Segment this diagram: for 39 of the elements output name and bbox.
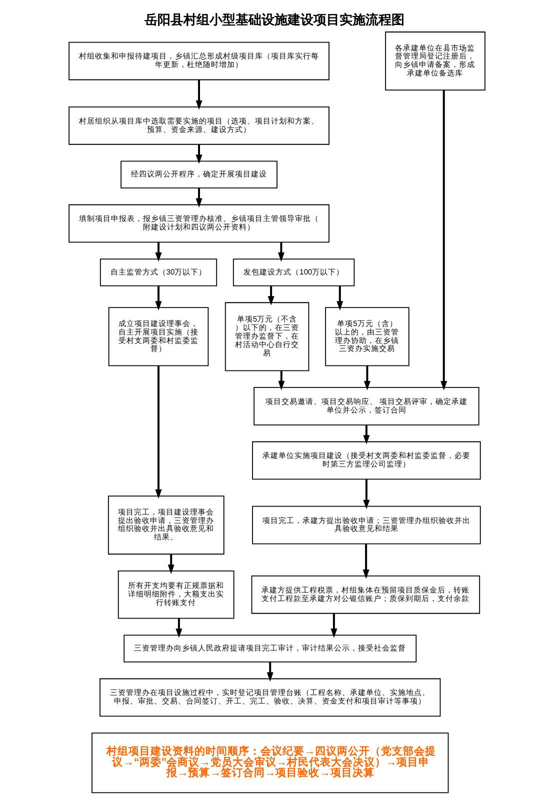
- node-box: 各承建单位在县市场监督管理局登记注册后，向乡镇申请备案，形成承建单位备选库: [384, 32, 485, 91]
- arrow: [195, 188, 202, 208]
- arrow: [154, 242, 162, 262]
- arrow: [195, 80, 202, 110]
- arrow: [362, 425, 370, 444]
- node-box: 项目完工，项目建设理事会提出验收申请，三资管理办组织验收并出具验收意见和结果。: [107, 496, 224, 555]
- arrow: [336, 286, 343, 310]
- arrow: [195, 144, 202, 164]
- node-box: 发包建设方式（100万以下）: [232, 258, 354, 286]
- arrow: [363, 366, 370, 390]
- arrow: [362, 480, 370, 510]
- arrow: [277, 242, 284, 262]
- arrow: [330, 614, 337, 638]
- node-box: 成立项目建设理事会，自主开展项目实施（接受村支两委和村监委监督）: [108, 307, 208, 366]
- node-box: 单项5万元（不含）以下的，在三资管理办监督下，在村活动中心自行交易: [224, 302, 309, 372]
- arrow: [167, 554, 174, 574]
- arrow: [175, 618, 182, 638]
- node-box: 三资管理办向乡镇人民政府提请项目完工审计，审计结果公示，接受社会监督: [123, 634, 416, 662]
- node-box: 三资管理办在项目设施过程中，实时登记项目管理台账（工程名称、承建单位、实施地点、申报、审批、交易、合同签订、开工、完工、验收、决算、资金支付和项目审计等事项）: [99, 678, 440, 717]
- arrow: [440, 90, 447, 390]
- arrow: [278, 370, 284, 390]
- node-box: 承建方提供工程税票，村组集体在预留项目质保金后，转账支付工程款至承建方对公银信账户；质保到期后，支付余款: [250, 575, 480, 614]
- node-box: 村居组织从项目库中选取需要实施的项目（选项、项目计划和方案、预算、资金来源、建设方式）: [68, 106, 329, 145]
- node-box: 单项5万元（含）以上的，由三资管理办协助，在乡镇三资办实施交易: [324, 307, 409, 366]
- node-box: 自主监管方式（30万以下）: [99, 258, 217, 286]
- node-box: 村组收集和申报待建项目，乡镇汇总形成村级项目库（项目库实行每年更新，杜绝随时增加）: [68, 42, 329, 80]
- arrow: [154, 366, 162, 499]
- arrow: [267, 286, 274, 306]
- node-box: 村组项目建设资料的时间顺序：会议纪要→四议两公开（党支部会提议→“两委”会商议→党员大会审议→村民代表大会决议）→项目申报→预算→签订合同→项目验收→项目决算: [91, 732, 448, 794]
- arrow: [266, 662, 273, 682]
- node-box: 项目完工，承建方提出验收申请；三资管理办组织验收并出具验收意见和结果: [252, 506, 480, 544]
- node-box: 项目交易邀请、项目交易响应、 项目交易评审，确定承建单位并公示，签订合同: [253, 387, 479, 426]
- arrow: [154, 286, 162, 310]
- diagram-title: 岳阳县村组小型基础设施建设项目实施流程图: [144, 12, 404, 28]
- node-box: 经四议两公开程序，确定开展项目建设: [120, 160, 277, 188]
- node-box: 承建单位实施项目建设（接受村支两委和村监委监督，必要时第三方监理公司监理）: [252, 441, 480, 480]
- arrow: [362, 544, 369, 579]
- node-box: 所有开支均要有正规票据和详细明细附件，大额支出实行转账支付: [117, 570, 234, 619]
- node-box: 填制项目申报表，报乡镇三资管理办核准、乡镇项目主管领导审批（附建设计划和四议两公开资料）: [68, 204, 329, 243]
